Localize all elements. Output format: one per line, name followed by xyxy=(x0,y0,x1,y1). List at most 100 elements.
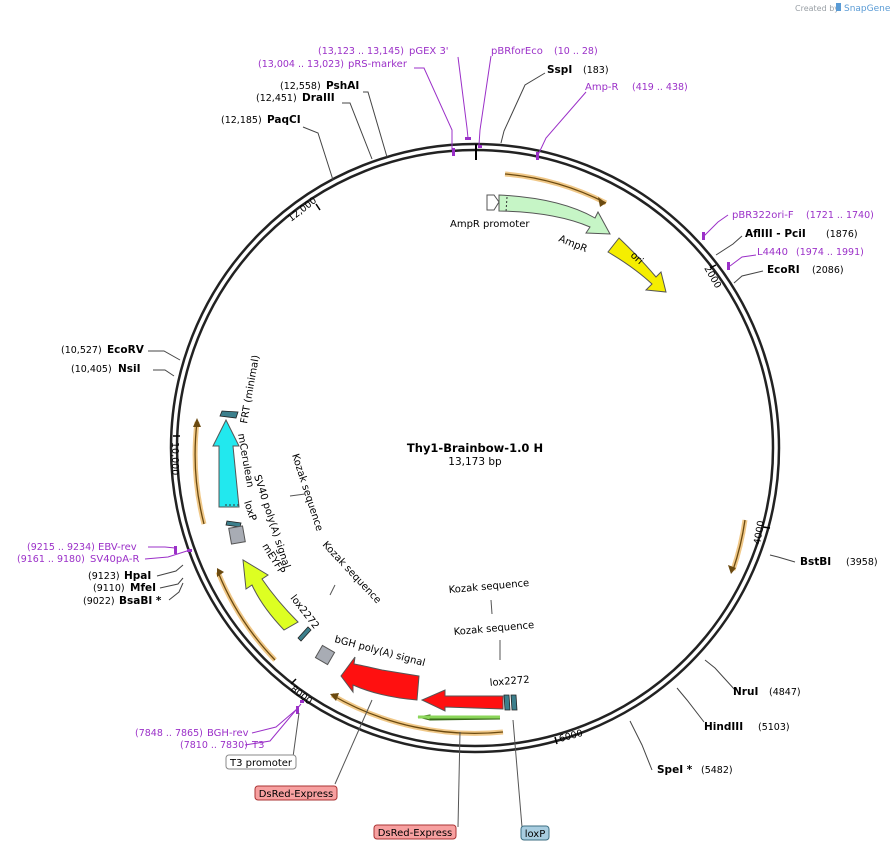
feature-label-ampr-promoter: AmpR promoter xyxy=(450,219,530,230)
primer-pos: (13,123 .. 13,145) xyxy=(318,46,404,57)
box-dsred-express-1[interactable]: DsRed-Express xyxy=(254,785,338,801)
primer-pgex3[interactable]: (13,123 .. 13,145) pGEX 3' xyxy=(318,46,449,57)
site-pos: (3958) xyxy=(846,557,878,568)
snapgene-logo-icon xyxy=(836,3,841,11)
feature-label-lox2272-right: lox2272 xyxy=(489,675,530,689)
feature-label-frt-minimal: FRT (minimal) xyxy=(239,354,262,424)
primer-pbr322ori-f[interactable]: pBR322ori-F (1721 .. 1740) xyxy=(732,210,874,221)
site-name: EcoRI xyxy=(767,264,800,276)
site-pos: (12,451) xyxy=(256,93,297,104)
primer-name: BGH-rev xyxy=(207,728,249,739)
primer-pos: (10 .. 28) xyxy=(554,46,598,57)
site-pos: (9022) xyxy=(83,596,115,607)
site-spei[interactable]: SpeI * (5482) xyxy=(657,764,733,776)
feature-ampr[interactable] xyxy=(498,194,611,235)
feature-label-kozak-3: Kozak sequence xyxy=(448,578,529,596)
site-name: HindIII xyxy=(704,721,743,733)
primer-name: pRS-marker xyxy=(348,59,408,70)
primer-pos: (9161 .. 9180) xyxy=(17,554,85,565)
tick-label: 10,000 xyxy=(169,442,180,475)
primer-l4440[interactable]: L4440 (1974 .. 1991) xyxy=(757,247,864,258)
site-afliii-pcii[interactable]: AflIII - PciI (1876) xyxy=(745,228,858,240)
primer-pos: (419 .. 438) xyxy=(632,82,688,93)
site-name: PshAI xyxy=(326,80,359,92)
snapgene-credit: Created by SnapGene xyxy=(795,3,891,14)
site-leaders xyxy=(148,72,796,771)
primer-pos: (1721 .. 1740) xyxy=(806,210,874,221)
primer-pos: (9215 .. 9234) xyxy=(27,542,95,553)
site-name: NsiI xyxy=(118,363,141,375)
primer-leaders xyxy=(144,55,757,746)
feature-label-bgh-polya: bGH poly(A) signal xyxy=(333,634,426,669)
site-pshai[interactable]: (12,558) PshAI xyxy=(280,80,359,92)
site-ecori[interactable]: EcoRI (2086) xyxy=(767,264,844,276)
site-name: BstBI xyxy=(800,556,831,568)
primer-name: SV40pA-R xyxy=(90,554,139,565)
plasmid-size: 13,173 bp xyxy=(448,456,502,468)
feature-frt-minimal[interactable] xyxy=(219,410,239,419)
site-pos: (183) xyxy=(583,65,609,76)
site-name: NruI xyxy=(733,686,758,698)
site-bstbi[interactable]: BstBI (3958) xyxy=(800,556,878,568)
feature-meyfp[interactable] xyxy=(242,559,299,631)
feature-ori[interactable] xyxy=(607,237,667,293)
primer-prs-marker[interactable]: (13,004 .. 13,023) pRS-marker xyxy=(258,59,408,70)
orf-arc-cerulean xyxy=(192,421,207,525)
feature-bgh-polya[interactable] xyxy=(314,644,336,666)
credit-prefix: Created by xyxy=(795,4,839,13)
primer-pos: (1974 .. 1991) xyxy=(796,247,864,258)
site-ecorv[interactable]: (10,527) EcoRV xyxy=(61,344,145,356)
site-hpai[interactable]: (9123) HpaI xyxy=(88,570,151,582)
primer-name: EBV-rev xyxy=(98,542,137,553)
box-dsred-express-2[interactable]: DsRed-Express xyxy=(373,824,457,840)
site-paqci[interactable]: (12,185) PaqCI xyxy=(221,114,301,126)
site-name: EcoRV xyxy=(107,344,145,356)
feature-lox2272-left[interactable] xyxy=(297,626,312,642)
box-t3-promoter[interactable]: T3 promoter xyxy=(225,754,297,770)
site-sspi[interactable]: SspI (183) xyxy=(547,64,609,76)
primer-name: Amp-R xyxy=(585,82,619,93)
boxed-label-leaders xyxy=(292,699,523,828)
feature-ampr-promoter[interactable] xyxy=(486,194,500,211)
primer-amp-r[interactable]: Amp-R (419 .. 438) xyxy=(585,82,688,93)
orf-arcs xyxy=(192,171,748,736)
feature-mcerulean[interactable] xyxy=(212,418,240,508)
primer-name: T3 xyxy=(251,740,264,751)
primer-sv40pa-r[interactable]: (9161 .. 9180) SV40pA-R xyxy=(17,554,139,565)
site-pos: (10,405) xyxy=(71,364,112,375)
feature-green-orf xyxy=(417,714,501,721)
site-name: PaqCI xyxy=(267,114,301,126)
primer-bgh-rev[interactable]: (7848 .. 7865) BGH-rev xyxy=(135,728,249,739)
site-name: SpeI * xyxy=(657,764,693,776)
tick-4000: 4000 xyxy=(752,520,771,546)
primer-t3[interactable]: (7810 .. 7830) T3 xyxy=(180,740,264,751)
credit-brand: SnapGene xyxy=(844,4,891,14)
tick-label: 12,000 xyxy=(286,195,319,224)
site-mfei[interactable]: (9110) MfeI xyxy=(93,582,156,594)
site-name: DraIII xyxy=(302,92,335,104)
site-hindiii[interactable]: HindIII (5103) xyxy=(704,721,790,733)
site-nsii[interactable]: (10,405) NsiI xyxy=(71,363,141,375)
primer-name: L4440 xyxy=(757,247,788,258)
site-draiii[interactable]: (12,451) DraIII xyxy=(256,92,335,104)
site-nrui[interactable]: NruI (4847) xyxy=(733,686,801,698)
site-name: HpaI xyxy=(124,570,151,582)
primer-pos: (13,004 .. 13,023) xyxy=(258,59,344,70)
site-pos: (5103) xyxy=(758,722,790,733)
feature-sv40-polya[interactable] xyxy=(228,525,246,545)
feature-lox2272-right[interactable] xyxy=(503,694,518,711)
primer-ebv-rev[interactable]: (9215 .. 9234) EBV-rev xyxy=(27,542,137,553)
tick-12000: 12,000 xyxy=(286,195,321,224)
site-pos: (12,185) xyxy=(221,115,262,126)
feature-label-loxp: loxP xyxy=(241,500,258,523)
primer-name: pBR322ori-F xyxy=(732,210,794,221)
primer-pbrforeco[interactable]: pBRforEco (10 .. 28) xyxy=(491,46,598,57)
site-pos: (10,527) xyxy=(61,345,102,356)
plasmid-name: Thy1-Brainbow-1.0 H xyxy=(407,441,543,455)
site-pos: (9123) xyxy=(88,571,120,582)
tick-10000: 10,000 xyxy=(169,435,180,475)
box-label: T3 promoter xyxy=(229,758,293,769)
site-bsabi[interactable]: (9022) BsaBI * xyxy=(83,595,162,607)
box-loxp[interactable]: loxP xyxy=(520,825,550,841)
feature-dsred-express[interactable] xyxy=(340,656,504,712)
